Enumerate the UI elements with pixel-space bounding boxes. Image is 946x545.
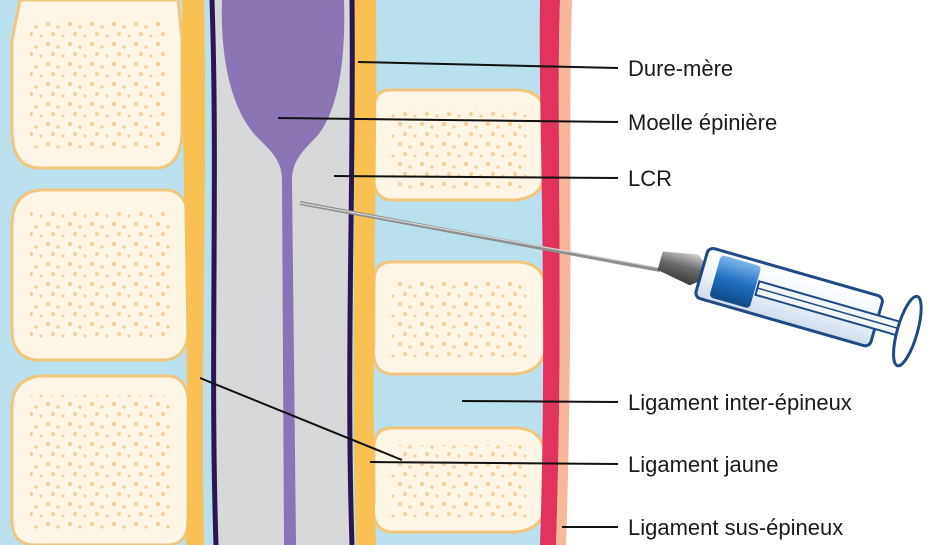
- label-csf: LCR: [628, 166, 672, 191]
- label-spinal-cord: Moelle épinière: [628, 110, 777, 135]
- spinous-processes: [374, 90, 546, 532]
- label-interspinous-ligament: Ligament inter-épineux: [628, 390, 852, 415]
- label-supraspinous-ligament: Ligament sus-épineux: [628, 515, 843, 540]
- marrow-6: [390, 445, 530, 520]
- marrow-1: [30, 20, 165, 148]
- marrow-2: [30, 210, 170, 340]
- left-vertebral-bodies: [12, 0, 188, 545]
- label-ligamentum-flavum: Ligament jaune: [628, 452, 778, 477]
- marrow-5: [390, 280, 530, 362]
- marrow-3: [30, 395, 170, 530]
- leader-interspinous: [462, 401, 618, 402]
- label-dura-mater: Dure-mère: [628, 56, 733, 81]
